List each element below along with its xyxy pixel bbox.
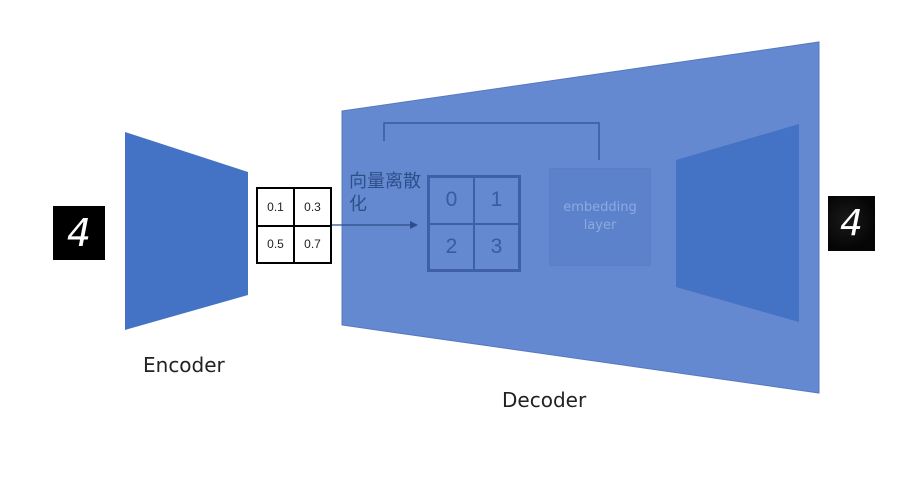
encoder-trapezoid xyxy=(125,132,248,330)
latent-cell: 0.1 xyxy=(257,188,294,226)
input-digit-image: 4 xyxy=(53,206,105,260)
codebook-grid: 0 1 2 3 xyxy=(427,175,521,272)
latent-cell: 0.5 xyxy=(257,225,294,263)
codebook-cell: 3 xyxy=(474,223,519,270)
bracket-connector xyxy=(383,122,600,160)
codebook-cell: 1 xyxy=(474,177,519,224)
vq-arrow-head xyxy=(410,221,418,229)
latent-cell: 0.3 xyxy=(294,188,331,226)
codebook-cell: 0 xyxy=(429,177,474,224)
embedding-layer-box: embedding layer xyxy=(549,168,651,266)
decoder-output-trapezoid xyxy=(676,124,799,322)
embedding-layer-label: embedding layer xyxy=(563,200,637,233)
vector-quantization-label: 向量离散化 xyxy=(349,171,421,215)
latent-cell: 0.7 xyxy=(294,225,331,263)
encoder-label: Encoder xyxy=(143,353,225,377)
codebook-cell: 2 xyxy=(429,223,474,270)
decoder-label: Decoder xyxy=(502,388,587,412)
output-digit-image: 4 xyxy=(828,196,875,251)
latent-grid: 0.1 0.3 0.5 0.7 xyxy=(256,187,332,264)
